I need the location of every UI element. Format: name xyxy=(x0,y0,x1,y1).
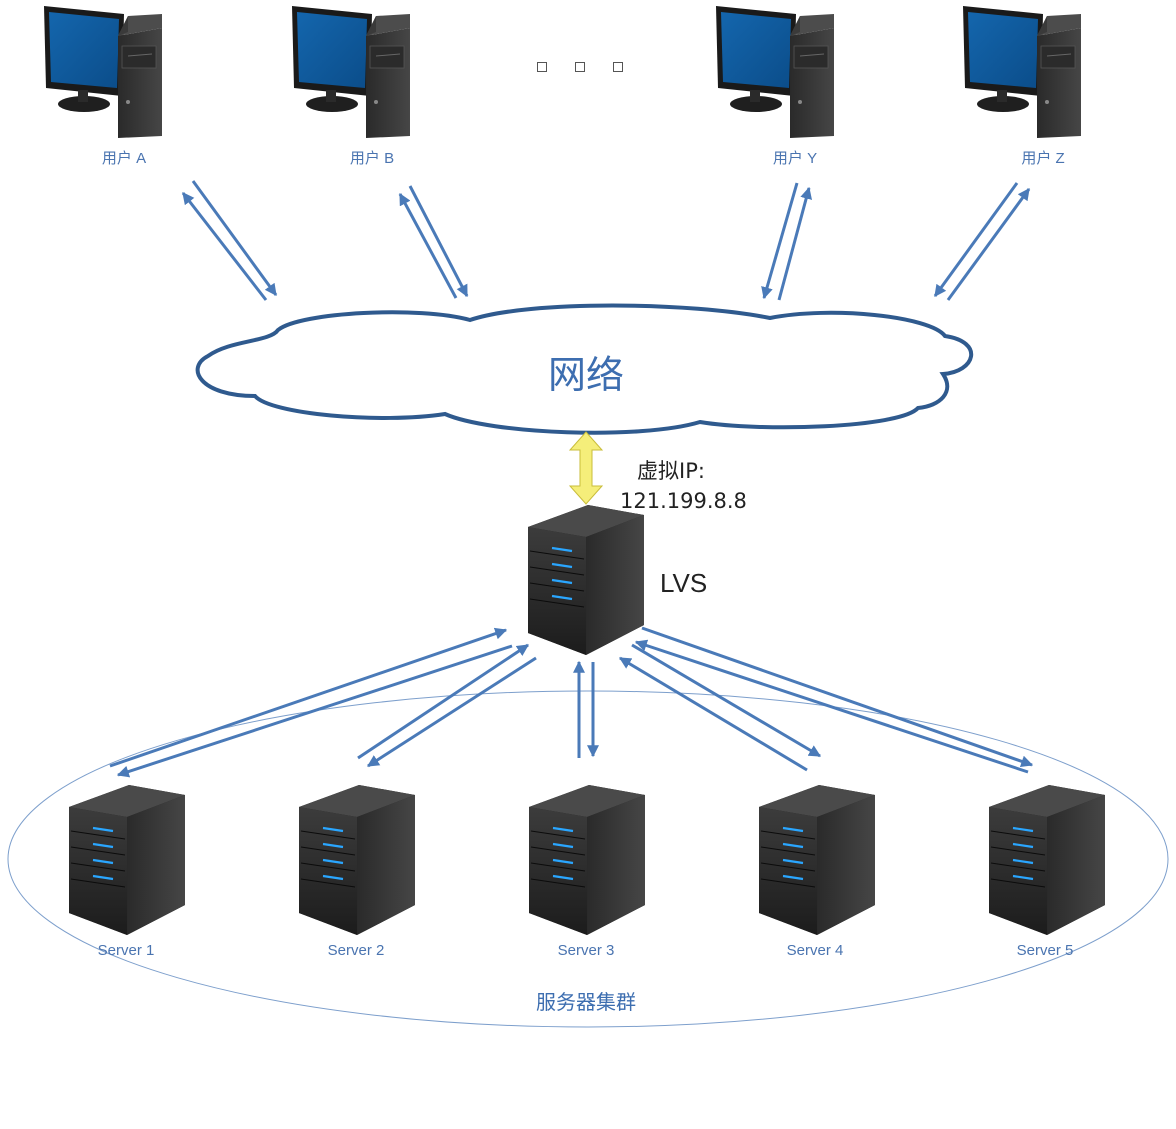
ellipsis-box xyxy=(537,62,547,72)
server-label-2: Server 2 xyxy=(327,942,385,959)
server-label-1: Server 1 xyxy=(97,942,155,959)
server-icon-4 xyxy=(757,783,877,937)
virtual-ip-block: 虚拟IP: 121.199.8.8 xyxy=(620,456,747,516)
computer-icon-y xyxy=(715,5,835,139)
vip-double-arrow xyxy=(568,431,604,505)
computer-icon-b xyxy=(291,5,411,139)
cluster-label: 服务器集群 xyxy=(536,990,636,1014)
ellipsis-box xyxy=(613,62,623,72)
lvs-label: LVS xyxy=(660,568,708,598)
server-icon-2 xyxy=(297,783,417,937)
virtual-ip-address: 121.199.8.8 xyxy=(620,489,747,513)
user-network-arrows xyxy=(181,180,1031,301)
server-label-5: Server 5 xyxy=(1016,942,1074,959)
computer-icon-a xyxy=(43,5,163,139)
user-label-a: 用户 A xyxy=(101,150,147,167)
user-label-y: 用户 Y xyxy=(772,150,818,167)
network-label: 网络 xyxy=(547,353,625,397)
server-icon-1 xyxy=(67,783,187,937)
cluster-boundary xyxy=(7,690,1169,1028)
lvs-server-icon xyxy=(526,503,646,657)
ellipsis-box xyxy=(575,62,585,72)
server-icon-5 xyxy=(987,783,1107,937)
user-label-z: 用户 Z xyxy=(1021,150,1065,167)
server-label-3: Server 3 xyxy=(557,942,615,959)
computer-icon-z xyxy=(962,5,1082,139)
server-label-4: Server 4 xyxy=(786,942,844,959)
virtual-ip-label: 虚拟IP: xyxy=(637,459,705,483)
lvs-server-arrows xyxy=(109,626,1034,778)
more-users-ellipsis xyxy=(537,62,623,72)
network-cloud xyxy=(195,303,974,435)
server-icon-3 xyxy=(527,783,647,937)
user-label-b: 用户 B xyxy=(349,150,395,167)
